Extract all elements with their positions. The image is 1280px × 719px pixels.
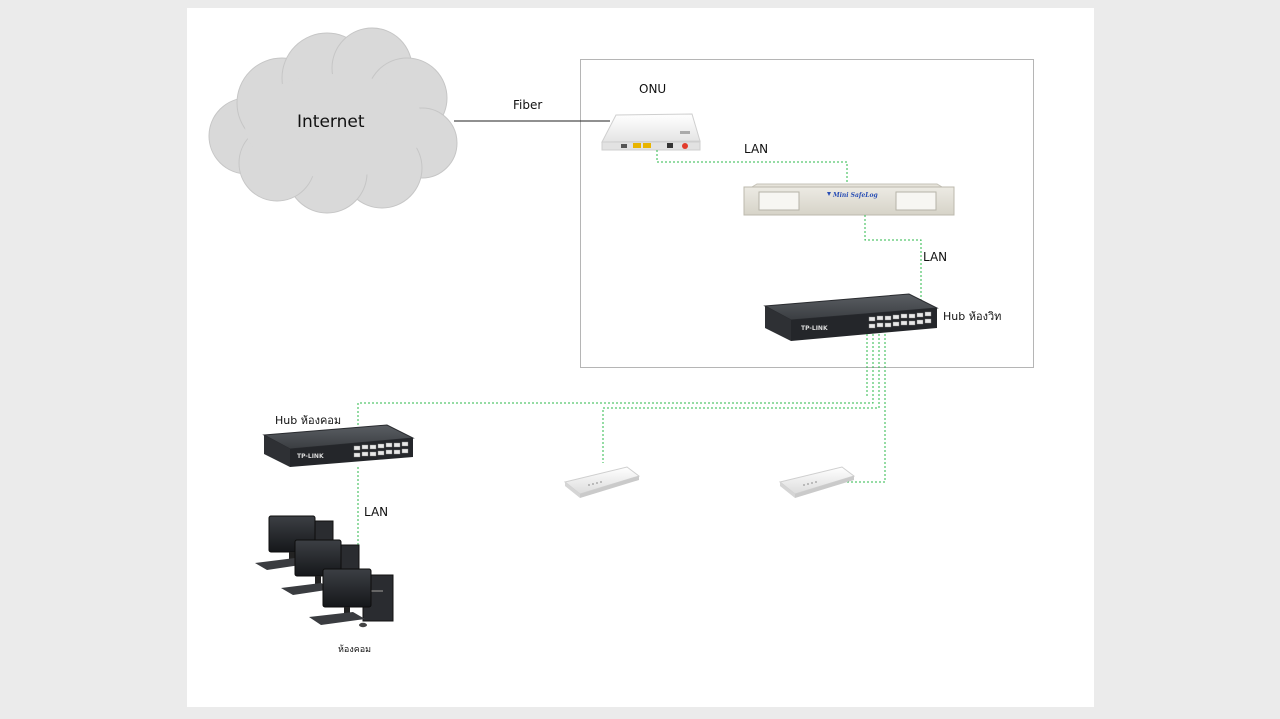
hub-lab-switch: TP-LINK [262, 424, 415, 467]
lan-link-onu-logger [656, 150, 848, 184]
hub-server-room-label: Hub ห้องวิท [943, 310, 1001, 323]
hub-lab-label: Hub ห้องคอม [275, 414, 341, 427]
fiber-label: Fiber [513, 98, 542, 112]
access-point-2 [778, 466, 856, 498]
lan-link-hub-to-lab-hub [357, 334, 874, 432]
computer-workstations [255, 515, 394, 628]
onu-label: ONU [639, 82, 666, 96]
lan-label-logger-hub: LAN [923, 250, 947, 264]
computer-front [309, 568, 394, 628]
lan-label-onu-logger: LAN [744, 142, 768, 156]
internet-cloud [208, 27, 458, 214]
mini-safelog-logger: Mini SafeLog [743, 183, 955, 216]
building-frame [580, 59, 1034, 368]
network-diagram: Internet Fiber ONU LAN Mini SafeLog LAN … [208, 27, 1034, 655]
tplink-logo-server: TP-LINK [801, 325, 828, 332]
lan-link-hub-to-ap2 [847, 334, 886, 483]
computer-room-label: ห้องคอม [338, 644, 371, 655]
hub-server-room-switch: TP-LINK [763, 293, 939, 341]
access-point-1 [563, 466, 641, 498]
onu-device [601, 113, 701, 151]
internet-label: Internet [297, 112, 365, 132]
lan-link-logger-hub [864, 215, 922, 304]
diagram-canvas: Internet Fiber ONU LAN Mini SafeLog LAN … [187, 8, 1094, 707]
mini-safelog-brand: Mini SafeLog [832, 192, 878, 199]
lan-label-hub-pcs: LAN [364, 505, 388, 519]
lan-link-hub-to-ap1 [602, 334, 880, 463]
tplink-logo-lab: TP-LINK [297, 453, 324, 460]
